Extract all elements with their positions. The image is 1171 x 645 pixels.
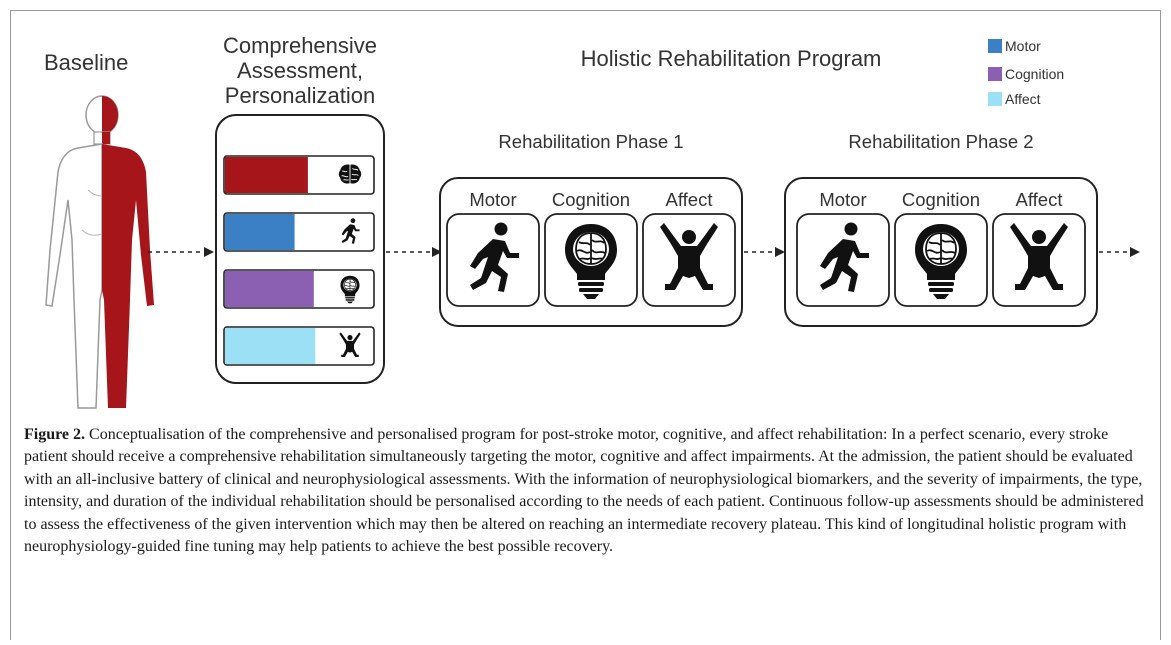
legend-label-affect: Affect (1005, 91, 1041, 107)
phase1-title: Rehabilitation Phase 1 (498, 131, 683, 152)
legend-swatch-affect (988, 92, 1002, 106)
assessment-bars (223, 155, 375, 366)
legend-label-cognition: Cognition (1005, 66, 1064, 82)
program-title: Holistic Rehabilitation Program (581, 46, 882, 71)
figure-caption-label: Figure 2. (24, 426, 86, 443)
legend-item-motor: Motor (988, 38, 1041, 54)
legend-item-affect: Affect (988, 91, 1041, 107)
assessment-bar-fill-motor (225, 214, 295, 250)
figure-frame-top (10, 10, 1161, 11)
figure-caption: Figure 2. Conceptualisation of the compr… (24, 424, 1154, 558)
rehabilitation-diagram: Baseline Comprehensive Assessment, Perso… (44, 33, 1140, 409)
figure-caption-text: Conceptualisation of the comprehensive a… (24, 426, 1144, 556)
legend: Motor Cognition Affect (988, 38, 1064, 107)
assessment-bar-fill-affect (225, 328, 316, 364)
figure-frame-left (10, 10, 11, 640)
phase2-label-motor: Motor (819, 189, 866, 210)
phase2-label-affect: Affect (1016, 189, 1063, 210)
body-silhouette-icon (45, 95, 154, 409)
legend-swatch-motor (988, 39, 1002, 53)
phase2-label-cognition: Cognition (902, 189, 980, 210)
phase1-label-motor: Motor (469, 189, 516, 210)
legend-label-motor: Motor (1005, 38, 1041, 54)
baseline-label: Baseline (44, 50, 128, 75)
assessment-label-line-1: Comprehensive (223, 33, 377, 58)
assessment-bar-fill-cognition (225, 271, 314, 307)
assessment-bar-fill-impairment (225, 157, 308, 193)
phase1-label-affect: Affect (666, 189, 713, 210)
assessment-label-line-2: Assessment, (237, 58, 363, 83)
legend-swatch-cognition (988, 67, 1002, 81)
phase2-title: Rehabilitation Phase 2 (848, 131, 1033, 152)
assessment-label-line-3: Personalization (225, 83, 375, 108)
phase1-label-cognition: Cognition (552, 189, 630, 210)
figure-frame-right (1160, 10, 1161, 640)
legend-item-cognition: Cognition (988, 66, 1064, 82)
